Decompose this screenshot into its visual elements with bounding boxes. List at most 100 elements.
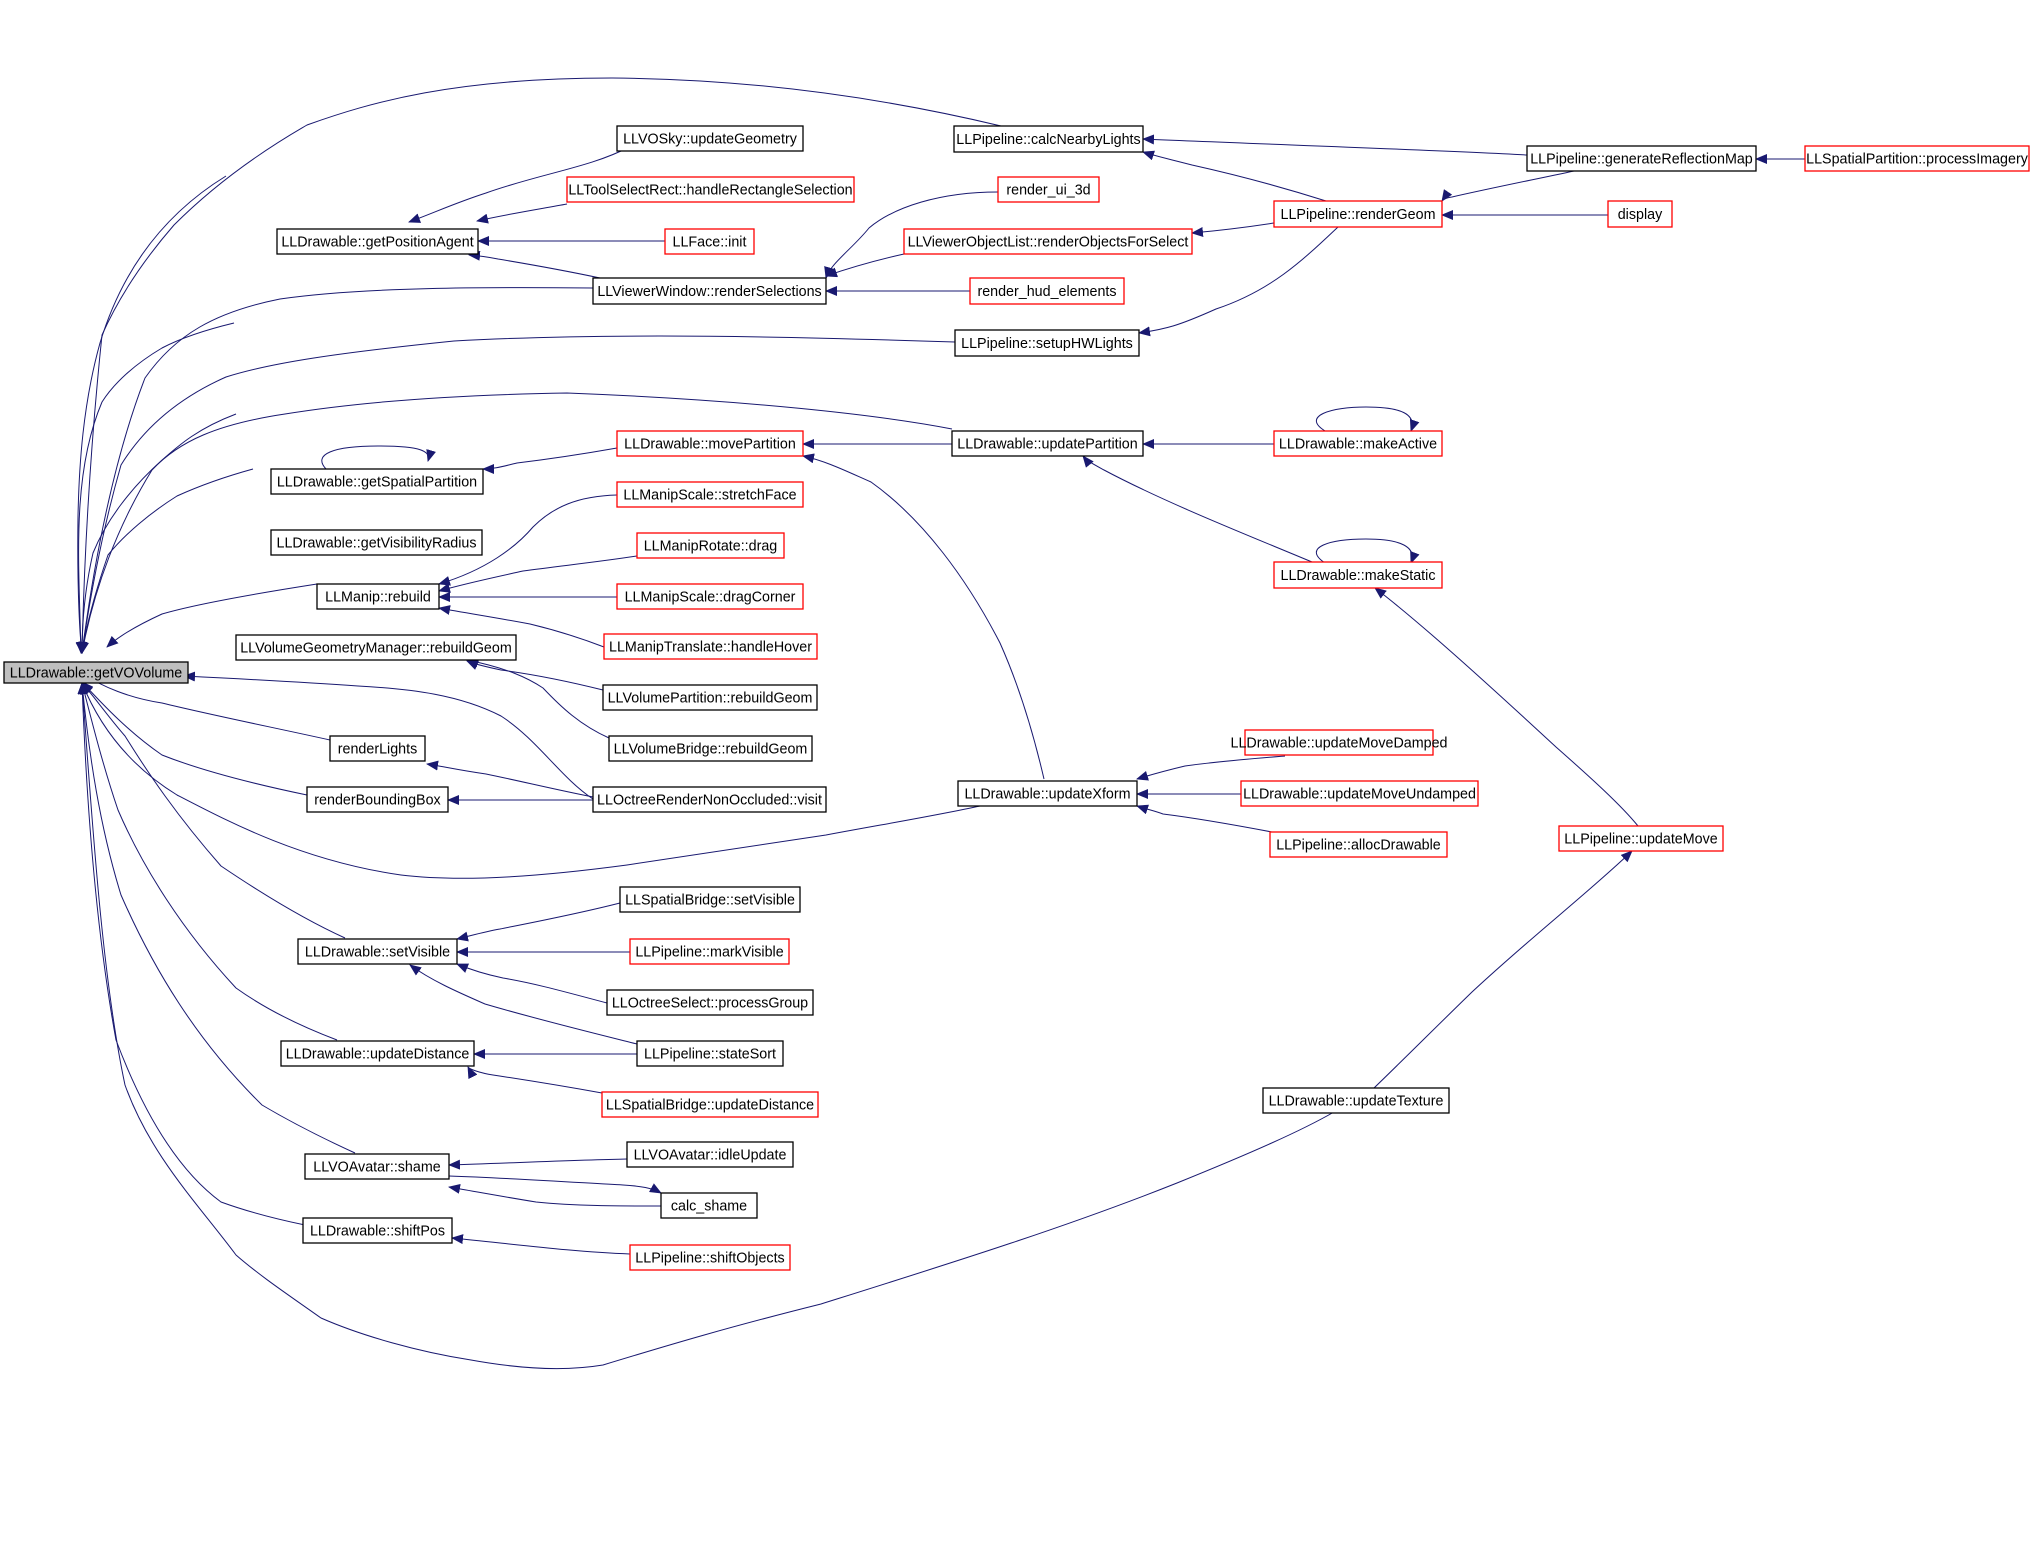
node-updateXform[interactable]: LLDrawable::updateXform xyxy=(957,780,1138,807)
node-getVisibilityRadius[interactable]: LLDrawable::getVisibilityRadius xyxy=(270,529,483,556)
node-voskyUpdateGeometry[interactable]: LLVOSky::updateGeometry xyxy=(616,125,804,152)
edge-sbSetVisible-to-drawableSetVisible xyxy=(456,902,621,942)
node-renderUi3d[interactable]: render_ui_3d xyxy=(997,176,1100,203)
node-box xyxy=(306,786,449,813)
node-renderLights[interactable]: renderLights xyxy=(329,735,426,762)
node-box xyxy=(616,481,804,508)
node-handleHover[interactable]: LLManipTranslate::handleHover xyxy=(603,633,818,660)
node-box xyxy=(629,1244,791,1271)
node-sbSetVisible[interactable]: LLSpatialBridge::setVisible xyxy=(619,886,801,913)
edge-makeActive-to-makeActive xyxy=(1316,406,1420,432)
node-box xyxy=(626,1141,794,1168)
edge-sbUpdateDistance-to-updateDistance xyxy=(467,1066,603,1094)
node-vbRebuildGeom[interactable]: LLVolumeBridge::rebuildGeom xyxy=(608,735,813,762)
edge-stateSort-to-drawableSetVisible xyxy=(409,964,638,1045)
node-handleRectangleSelection[interactable]: LLToolSelectRect::handleRectangleSelecti… xyxy=(566,176,855,203)
edge-vpRebuildGeom-to-vgmRebuildGeom xyxy=(466,660,604,691)
node-updateDistance[interactable]: LLDrawable::updateDistance xyxy=(280,1040,475,1067)
node-markVisible[interactable]: LLPipeline::markVisible xyxy=(629,938,790,965)
node-idleUpdate[interactable]: LLVOAvatar::idleUpdate xyxy=(626,1141,794,1168)
node-updateMoveUndamped[interactable]: LLDrawable::updateMoveUndamped xyxy=(1240,780,1479,807)
edge-shame-to-getVOVolume xyxy=(78,682,356,1154)
node-drawableSetVisible[interactable]: LLDrawable::setVisible xyxy=(297,938,458,965)
edge-rotateDrag-to-manipRebuild xyxy=(438,555,638,593)
node-box xyxy=(1804,145,2030,172)
edge-generateReflectionMap-to-renderGeom xyxy=(1441,170,1575,202)
node-renderBoundingBox[interactable]: renderBoundingBox xyxy=(306,786,449,813)
node-box xyxy=(602,684,818,711)
node-faceInit[interactable]: LLFace::init xyxy=(664,228,755,255)
node-getVOVolume[interactable]: LLDrawable::getVOVolume xyxy=(3,661,189,684)
node-box xyxy=(316,583,440,610)
node-processImagery[interactable]: LLSpatialPartition::processImagery xyxy=(1804,145,2030,172)
node-label: LLPipeline::renderGeom xyxy=(1281,207,1436,223)
node-box xyxy=(616,583,804,610)
node-makeStatic[interactable]: LLDrawable::makeStatic xyxy=(1273,561,1443,589)
node-makeActive[interactable]: LLDrawable::makeActive xyxy=(1273,430,1443,457)
node-allocDrawable[interactable]: LLPipeline::allocDrawable xyxy=(1269,831,1448,858)
node-octreeVisit[interactable]: LLOctreeRenderNonOccluded::visit xyxy=(592,786,827,813)
node-updateMove[interactable]: LLPipeline::updateMove xyxy=(1558,825,1724,852)
node-label: LLFace::init xyxy=(673,235,747,251)
edge-updateXform-to-getVOVolume xyxy=(81,682,981,879)
node-vgmRebuildGeom[interactable]: LLVolumeGeometryManager::rebuildGeom xyxy=(235,634,517,661)
node-box xyxy=(566,176,855,203)
node-getPositionAgent[interactable]: LLDrawable::getPositionAgent xyxy=(276,228,479,255)
node-display[interactable]: display xyxy=(1607,200,1673,228)
node-label: LLVOSky::updateGeometry xyxy=(623,132,798,148)
node-stateSort[interactable]: LLPipeline::stateSort xyxy=(636,1040,784,1067)
node-label: LLPipeline::shiftObjects xyxy=(635,1251,784,1267)
node-label: LLManipScale::dragCorner xyxy=(625,590,796,606)
node-label: render_ui_3d xyxy=(1006,183,1090,199)
node-shiftObjects[interactable]: LLPipeline::shiftObjects xyxy=(629,1244,791,1271)
edge-updatePartition-to-getVOVolume xyxy=(79,392,953,654)
node-rotateDrag[interactable]: LLManipRotate::drag xyxy=(636,532,785,559)
node-shiftPos[interactable]: LLDrawable::shiftPos xyxy=(302,1217,453,1244)
node-label: LLSpatialBridge::setVisible xyxy=(625,893,795,909)
edge-movePartition-to-getSpatialPartition xyxy=(482,447,618,474)
node-sbUpdateDistance[interactable]: LLSpatialBridge::updateDistance xyxy=(601,1091,819,1118)
edge-updateMoveDamped-to-updateXform xyxy=(1136,755,1286,781)
node-manipRebuild[interactable]: LLManip::rebuild xyxy=(316,583,440,610)
node-generateReflectionMap[interactable]: LLPipeline::generateReflectionMap xyxy=(1526,145,1757,172)
node-setupHWLights[interactable]: LLPipeline::setupHWLights xyxy=(954,329,1140,357)
node-label: LLVolumeBridge::rebuildGeom xyxy=(614,742,808,758)
node-box xyxy=(304,1153,450,1180)
node-renderObjectsForSelect[interactable]: LLViewerObjectList::renderObjectsForSele… xyxy=(903,228,1193,255)
edge-updateMove-to-makeStatic xyxy=(1374,587,1639,827)
node-box xyxy=(636,1040,784,1067)
node-label: LLManipTranslate::handleHover xyxy=(609,640,812,656)
edge-voskyUpdateGeometry-to-getPositionAgent xyxy=(408,146,630,223)
node-stretchFace[interactable]: LLManipScale::stretchFace xyxy=(616,481,804,508)
node-movePartition[interactable]: LLDrawable::movePartition xyxy=(616,430,804,457)
node-box xyxy=(1269,831,1448,858)
node-box xyxy=(1273,561,1443,589)
node-updateMoveDamped[interactable]: LLDrawable::updateMoveDamped xyxy=(1231,729,1448,756)
node-renderGeom[interactable]: LLPipeline::renderGeom xyxy=(1273,200,1443,228)
edge-updateTexture-to-getVOVolume xyxy=(77,682,1335,1370)
node-vpRebuildGeom[interactable]: LLVolumePartition::rebuildGeom xyxy=(602,684,818,711)
edge-allocDrawable-to-updateXform xyxy=(1136,804,1273,833)
node-label: LLDrawable::updateDistance xyxy=(286,1047,470,1063)
node-calcNearbyLights[interactable]: LLPipeline::calcNearbyLights xyxy=(953,125,1144,153)
node-updatePartition[interactable]: LLDrawable::updatePartition xyxy=(951,430,1144,457)
node-calcShame[interactable]: calc_shame xyxy=(660,1192,758,1219)
node-box xyxy=(616,125,804,152)
node-getSpatialPartition[interactable]: LLDrawable::getSpatialPartition xyxy=(270,468,484,495)
node-label: display xyxy=(1618,207,1663,223)
node-shame[interactable]: LLVOAvatar::shame xyxy=(304,1153,450,1180)
node-processGroup[interactable]: LLOctreeSelect::processGroup xyxy=(606,989,814,1016)
node-label: LLManipScale::stretchFace xyxy=(623,488,796,504)
edge-getVisibilityRadius-to-getVOVolume xyxy=(77,413,237,654)
edge-setupHWLights-to-getVOVolume xyxy=(78,335,956,654)
node-updateTexture[interactable]: LLDrawable::updateTexture xyxy=(1262,1087,1450,1114)
node-label: LLToolSelectRect::handleRectangleSelecti… xyxy=(568,183,852,199)
node-renderHudElements[interactable]: render_hud_elements xyxy=(969,277,1125,305)
node-label: LLDrawable::setVisible xyxy=(305,945,450,961)
edge-manipRebuild-to-getVOVolume xyxy=(78,468,254,654)
node-dragCorner[interactable]: LLManipScale::dragCorner xyxy=(616,583,804,610)
node-label: LLDrawable::getVOVolume xyxy=(10,666,183,682)
node-renderSelections[interactable]: LLViewerWindow::renderSelections xyxy=(592,277,827,305)
edge-octreeVisit-to-renderLights xyxy=(426,760,594,798)
edge-makeStatic-to-updatePartition xyxy=(1082,455,1313,563)
